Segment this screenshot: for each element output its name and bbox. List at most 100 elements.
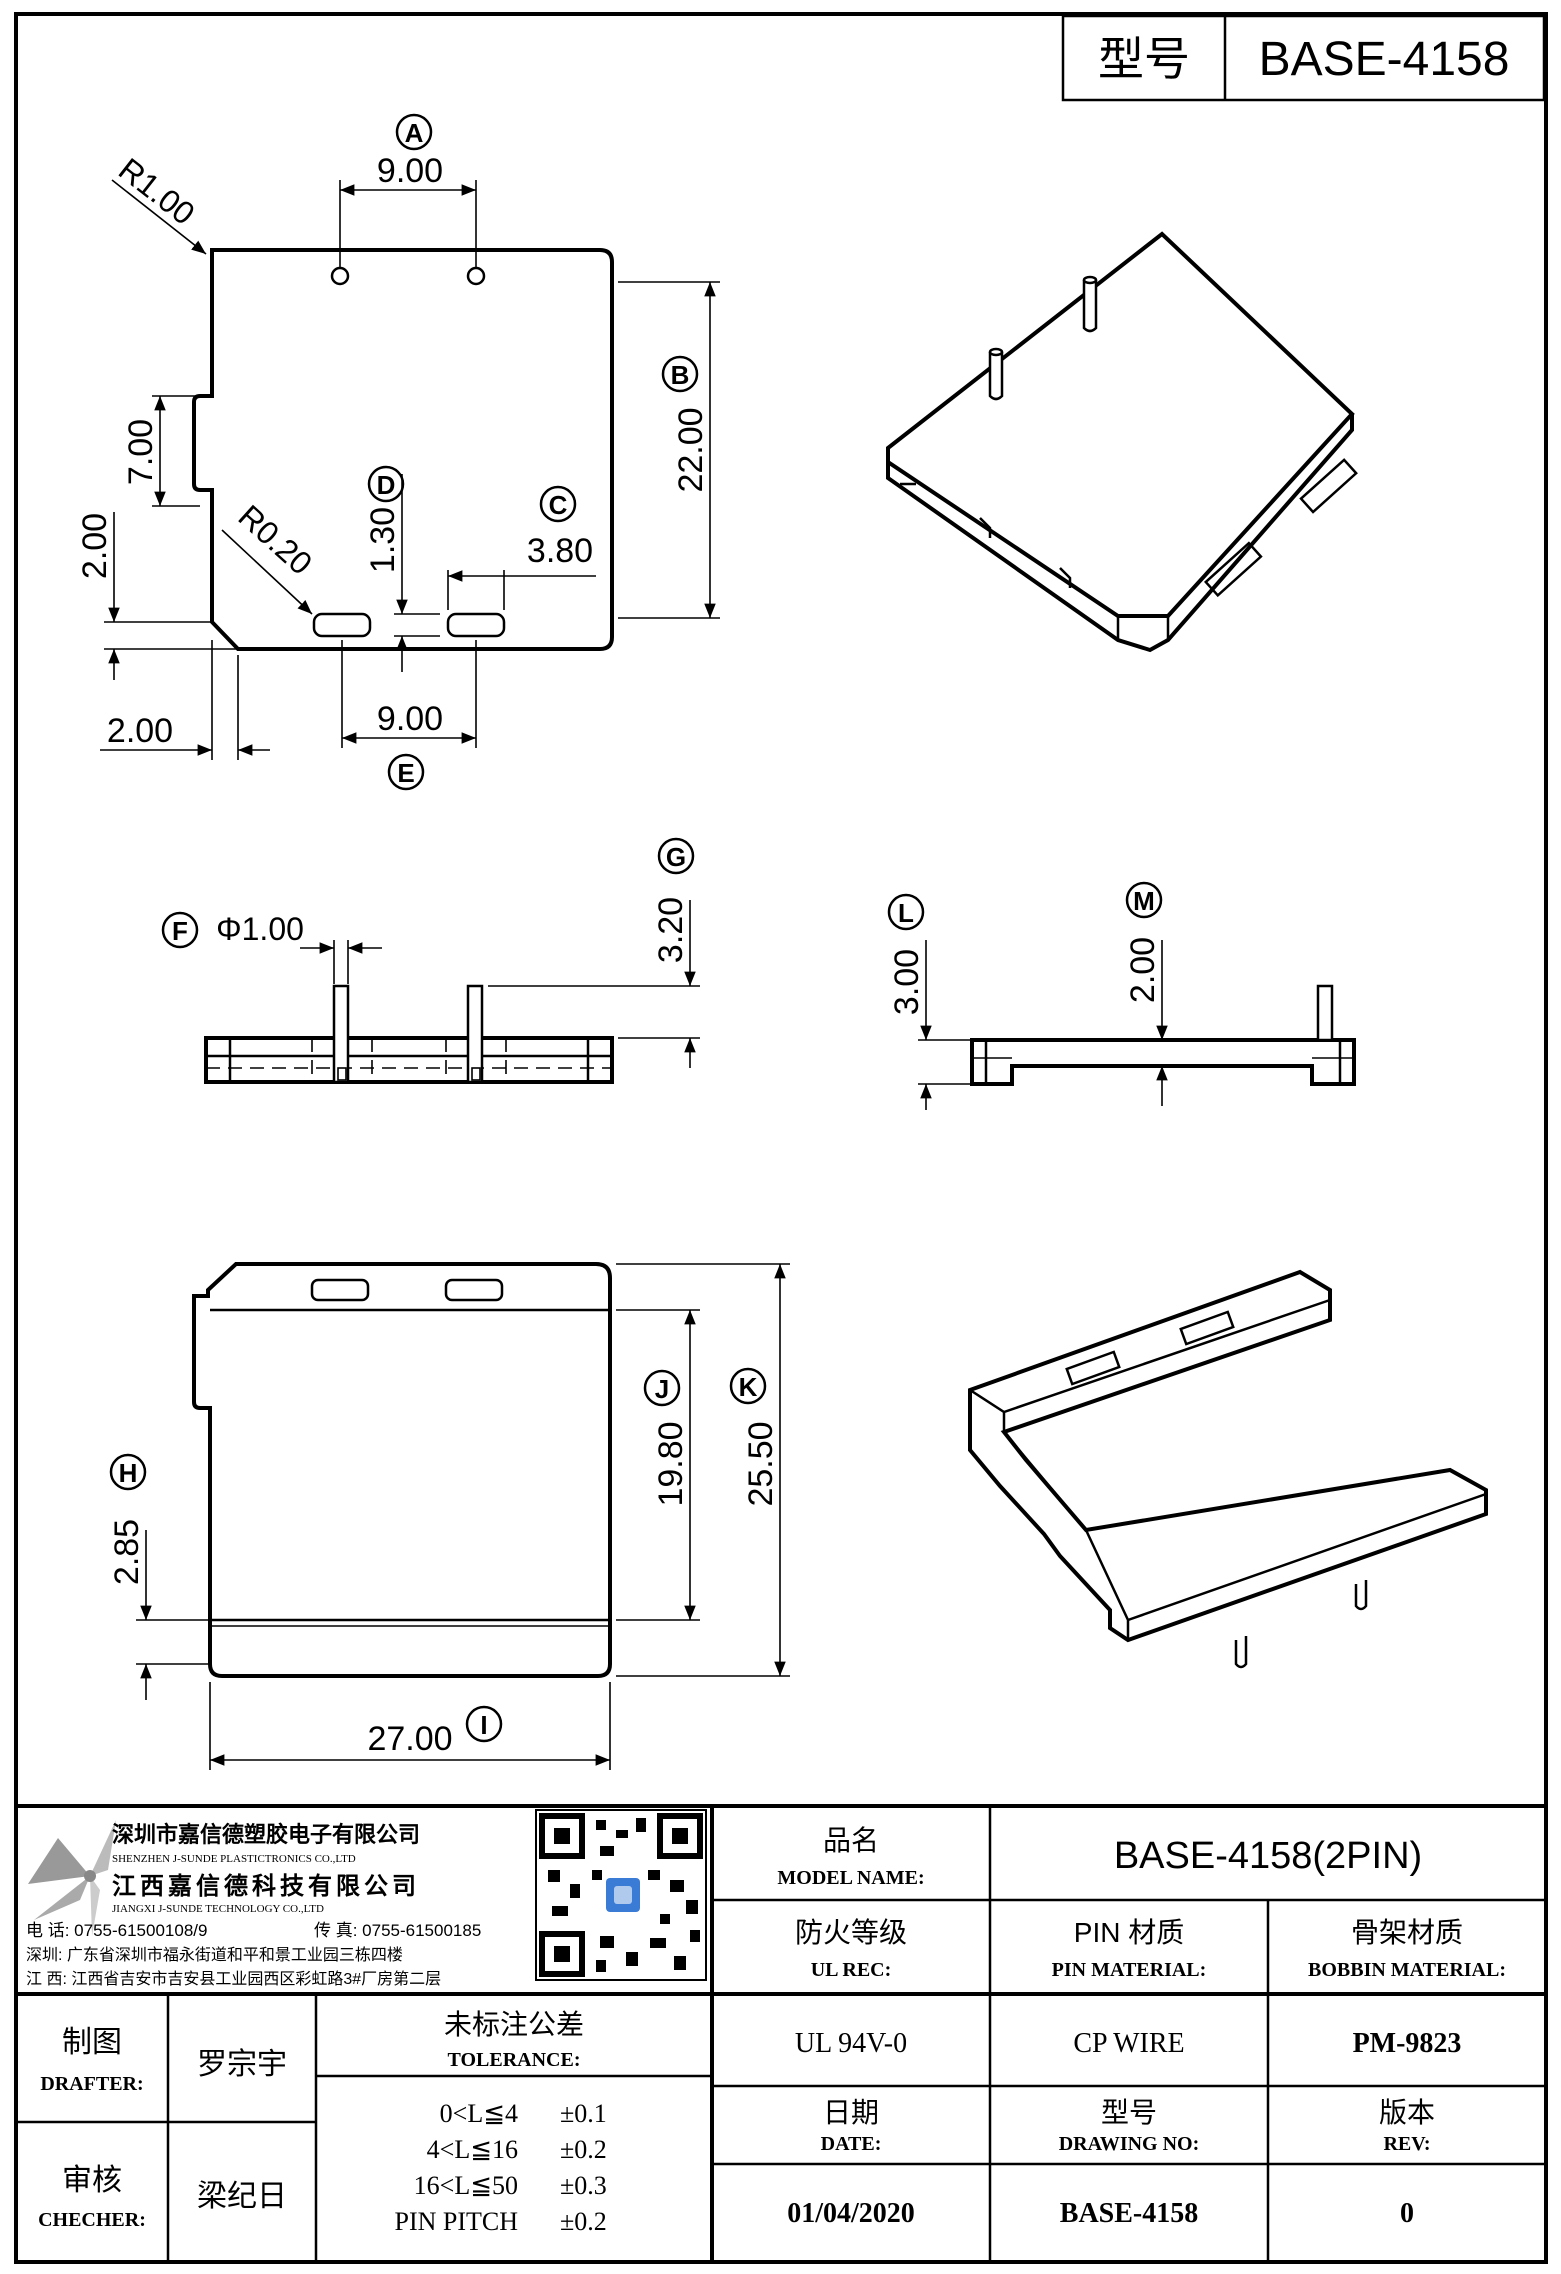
bottom-outline: [192, 1262, 612, 1678]
drawing-frame: [14, 12, 1548, 2264]
side-view-front: Φ1.00 F 3.20 G: [161, 837, 700, 1084]
dim-e-value: 9.00: [377, 700, 443, 738]
bottom-slot-left: [310, 1278, 370, 1302]
radius-inner-label: R0.20: [232, 498, 320, 582]
checker-label-en: CHECHER:: [38, 2209, 146, 2231]
tolerance-value: ±0.2: [560, 2207, 607, 2236]
callout-h-circle: [109, 1453, 147, 1491]
iso-slot-1: [1299, 458, 1358, 514]
rev-label-en: REV:: [1383, 2133, 1430, 2155]
tolerance-table: 0<L≦4 ±0.1 4<L≦16 ±0.2 16<L≦50 ±0.3 PIN …: [394, 2099, 606, 2236]
side-body: [204, 1036, 614, 1084]
callout-g-circle: [657, 837, 695, 875]
tolerance-label-en: TOLERANCE:: [448, 2049, 581, 2071]
dim-j-value: 19.80: [652, 1421, 690, 1506]
company-phone: 电 话: 0755-61500108/9: [26, 1921, 207, 1940]
drafter-label-cn: 制图: [62, 2026, 122, 2059]
drawing-no-label-cn: 型号: [1101, 2097, 1157, 2128]
iso-pin-1: [988, 352, 1004, 401]
company-fax: 传 真: 0755-61500185: [314, 1921, 481, 1940]
dim-d-value: 1.30: [364, 507, 402, 573]
iso-view-top: [886, 231, 1358, 653]
pin-hole-right: [466, 266, 486, 286]
tolerance-value: ±0.3: [560, 2171, 607, 2200]
iso2-pin-1: [1234, 1636, 1248, 1669]
callout-c-circle: [539, 485, 577, 523]
rev-value: 0: [1400, 2198, 1414, 2229]
rev-label-cn: 版本: [1379, 2097, 1435, 2128]
callout-i: I: [480, 1710, 487, 1740]
tolerance-range: 4<L≦16: [427, 2135, 518, 2164]
qr-code: [535, 1809, 707, 1981]
bobbin-material-value: PM-9823: [1353, 2028, 1462, 2059]
callout-a-circle: [395, 113, 433, 151]
dim-i-value: 27.00: [367, 1720, 452, 1758]
dim-m-value: 2.00: [1124, 937, 1162, 1003]
dim-l-value: 3.00: [888, 949, 926, 1015]
callout-m-circle: [1125, 881, 1163, 919]
checker-name: 梁纪日: [197, 2180, 287, 2213]
callout-c: C: [549, 490, 568, 520]
company-name-en: SHENZHEN J-SUNDE PLASTICTRONICS CO.,LTD: [112, 1853, 356, 1865]
company-logo: [28, 1820, 116, 1936]
model-name-label-en: MODEL NAME:: [777, 1867, 924, 1889]
iso-slot-2: [1203, 541, 1263, 598]
iso-view-bottom: [968, 1269, 1488, 1669]
dim-slot-offset-value: 2.00: [76, 513, 114, 579]
title-block: 深圳市嘉信德塑胶电子有限公司 SHENZHEN J-SUNDE PLASTICT…: [16, 1804, 1546, 2262]
tolerance-range: 0<L≦4: [440, 2099, 518, 2128]
side-pin-right: [466, 984, 484, 1084]
company-addr-jx: 江 西: 江西省吉安市吉安县工业园西区彩虹路3#厂房第二层: [26, 1970, 441, 1988]
top-view-outline: [192, 248, 614, 651]
callout-b: B: [671, 360, 690, 390]
dim-corner-offset-value: 2.00: [107, 712, 173, 750]
header-model-label: 型号: [1098, 33, 1190, 85]
drawing-no-value: BASE-4158: [1060, 2198, 1198, 2229]
callout-f-circle: [161, 911, 199, 949]
date-value: 01/04/2020: [787, 2198, 915, 2229]
date-label-en: DATE:: [821, 2133, 882, 2155]
callout-m: M: [1133, 886, 1155, 916]
slot-right: [446, 612, 506, 638]
pin-material-value: CP WIRE: [1073, 2028, 1184, 2059]
callout-j: J: [655, 1374, 669, 1404]
company2-name-en: JIANGXI J-SUNDE TECHNOLOGY CO.,LTD: [112, 1903, 324, 1915]
ul-label-en: UL REC:: [811, 1959, 892, 1981]
end-body: [970, 1038, 1356, 1086]
bobbin-material-label-cn: 骨架材质: [1351, 1917, 1463, 1948]
date-label-cn: 日期: [823, 2097, 879, 2128]
tolerance-value: ±0.1: [560, 2099, 607, 2128]
callout-l: L: [898, 898, 914, 928]
dim-h-value: 2.85: [108, 1519, 146, 1585]
bottom-view: 19.80 J 25.50 K 2.85 H 27.00 I: [108, 1262, 790, 1770]
iso-pin-2: [1082, 280, 1098, 333]
tolerance-value: ±0.2: [560, 2135, 607, 2164]
bobbin-material-label-en: BOBBIN MATERIAL:: [1308, 1959, 1506, 1981]
callout-d: D: [377, 470, 396, 500]
tolerance-label-cn: 未标注公差: [444, 2009, 584, 2040]
callout-d-circle: [367, 465, 405, 503]
callout-k-circle: [729, 1367, 767, 1405]
checker-label-cn: 审核: [62, 2164, 122, 2197]
side-view-end: 3.00 L 2.00 M: [887, 881, 1356, 1110]
callout-h: H: [119, 1458, 138, 1488]
company-addr-sz: 深圳: 广东省深圳市福永街道和平和景工业园三栋四楼: [26, 1946, 403, 1964]
header-model-box: 型号 BASE-4158: [1061, 14, 1546, 102]
iso2-slot-2: [1179, 1310, 1235, 1346]
callout-e: E: [397, 758, 414, 788]
company2-name-cn: 江西嘉信德科技有限公司: [112, 1872, 420, 1900]
callout-j-circle: [643, 1369, 681, 1407]
drawing-no-label-en: DRAWING NO:: [1059, 2133, 1200, 2155]
callout-f: F: [172, 916, 188, 946]
callout-k: K: [739, 1372, 758, 1402]
callout-a: A: [405, 118, 424, 148]
header-model-value: BASE-4158: [1259, 33, 1510, 86]
slot-left: [312, 612, 372, 638]
company-name-cn: 深圳市嘉信德塑胶电子有限公司: [112, 1822, 420, 1847]
pin-hole-left: [330, 266, 350, 286]
tolerance-range: PIN PITCH: [394, 2207, 518, 2236]
ul-value: UL 94V-0: [795, 2028, 907, 2059]
iso2-pin-2: [1354, 1580, 1368, 1611]
model-name-value: BASE-4158(2PIN): [1114, 1835, 1422, 1877]
